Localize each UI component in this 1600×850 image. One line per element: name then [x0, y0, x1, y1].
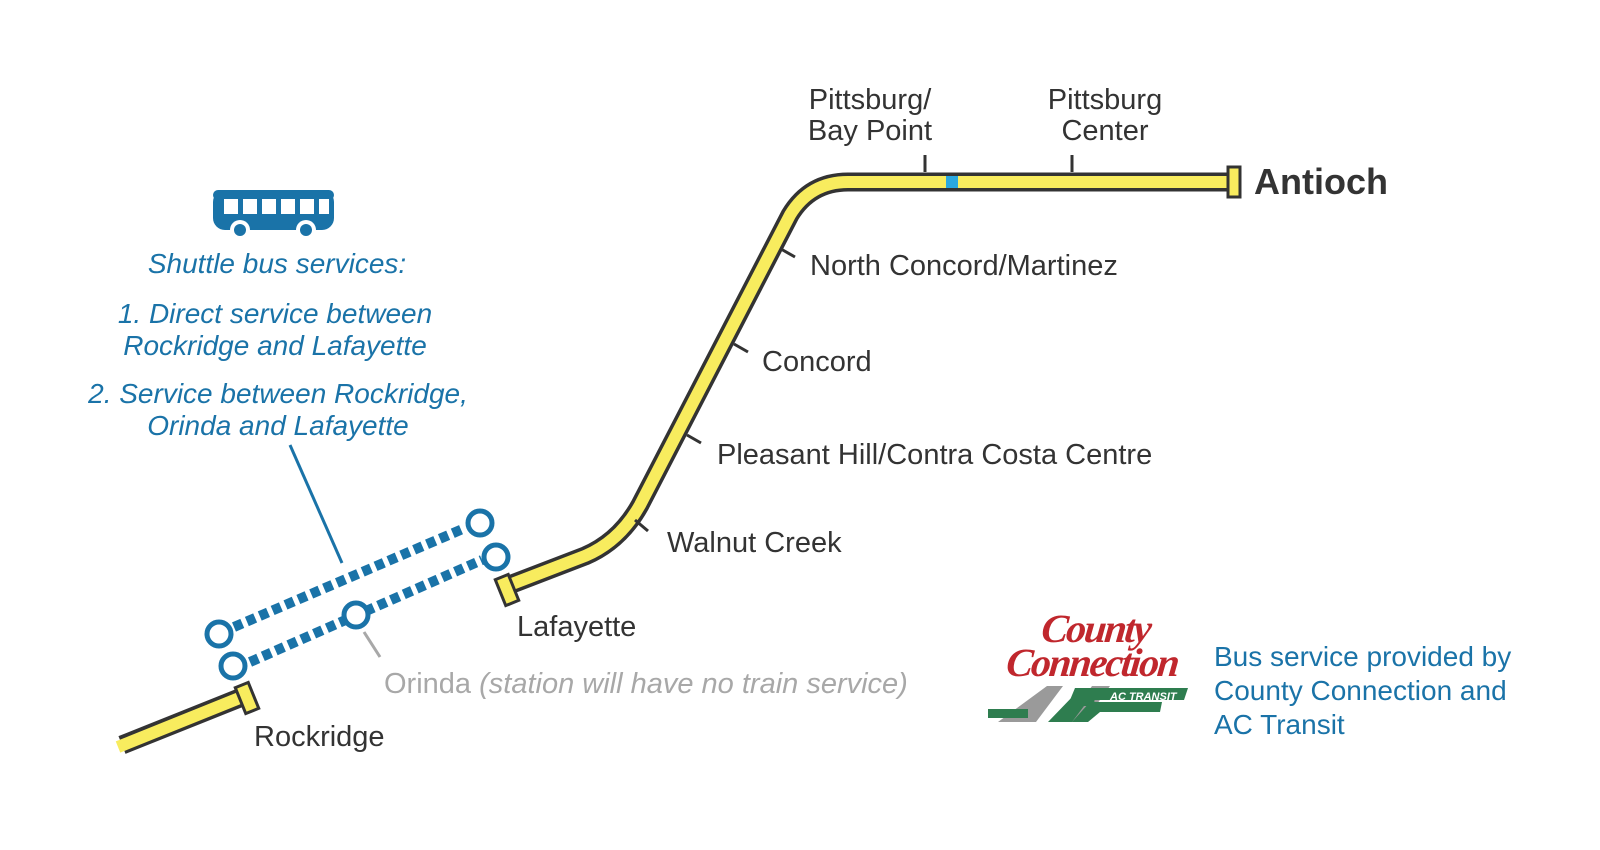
terminus-label-antioch: Antioch: [1254, 161, 1388, 202]
ac-transit-logo: AC TRANSIT: [988, 686, 1188, 722]
station-label-pittsburg-center: Pittsburg Center: [1047, 84, 1163, 147]
orinda-note: (station will have no train service): [479, 668, 908, 700]
county-connection-logo: County Connection: [1004, 606, 1181, 685]
tick-north-concord: [780, 247, 796, 259]
shuttle-service-1: 1. Direct service between Rockridge and …: [117, 298, 433, 361]
shuttle-heading: Shuttle bus services:: [147, 248, 407, 279]
shuttle-stop-orinda: [341, 600, 371, 630]
bus-service-credit: Bus service provided by County Connectio…: [1214, 641, 1512, 740]
station-ticks: [634, 155, 1074, 533]
bus-icon: [213, 190, 334, 240]
shuttle-service-2: 2. Service between Rockridge, Orinda and…: [88, 378, 468, 441]
rockridge-terminus-cap: [233, 680, 261, 716]
tick-walnut-creek: [634, 518, 649, 533]
station-label-rockridge: Rockridge: [254, 721, 385, 753]
ac-transit-logo-text: AC TRANSIT: [1109, 691, 1178, 703]
station-label-orinda: Orinda (station will have no train servi…: [384, 669, 908, 700]
shuttle-routes: [232, 523, 485, 667]
station-label-concord: Concord: [762, 346, 872, 378]
shuttle-stop-rockridge-1: [204, 619, 234, 649]
tick-pleasant-hill: [686, 433, 702, 445]
station-label-pleasant-hill: Pleasant Hill/Contra Costa Centre: [717, 439, 1153, 471]
orinda-leader-line: [362, 631, 382, 658]
transfer-marker: [946, 176, 958, 188]
shuttle-stop-lafayette-1: [465, 508, 495, 538]
station-label-lafayette: Lafayette: [517, 611, 637, 643]
station-label-north-concord: North Concord/Martinez: [810, 250, 1118, 282]
shuttle-stop-rockridge-2: [218, 651, 248, 681]
bart-line: [115, 172, 1228, 754]
station-label-walnut-creek: Walnut Creek: [667, 527, 842, 559]
tick-concord: [733, 342, 749, 354]
station-label-pittsburg-bay-point: Pittsburg/ Bay Point: [807, 84, 933, 147]
orinda-name: Orinda: [384, 668, 472, 700]
lafayette-terminus-cap: [493, 572, 521, 608]
shuttle-stop-lafayette-2: [481, 542, 511, 572]
shuttle-stops: [204, 508, 511, 681]
shuttle-leader-line: [288, 444, 344, 564]
antioch-terminus-cap: [1226, 165, 1242, 199]
